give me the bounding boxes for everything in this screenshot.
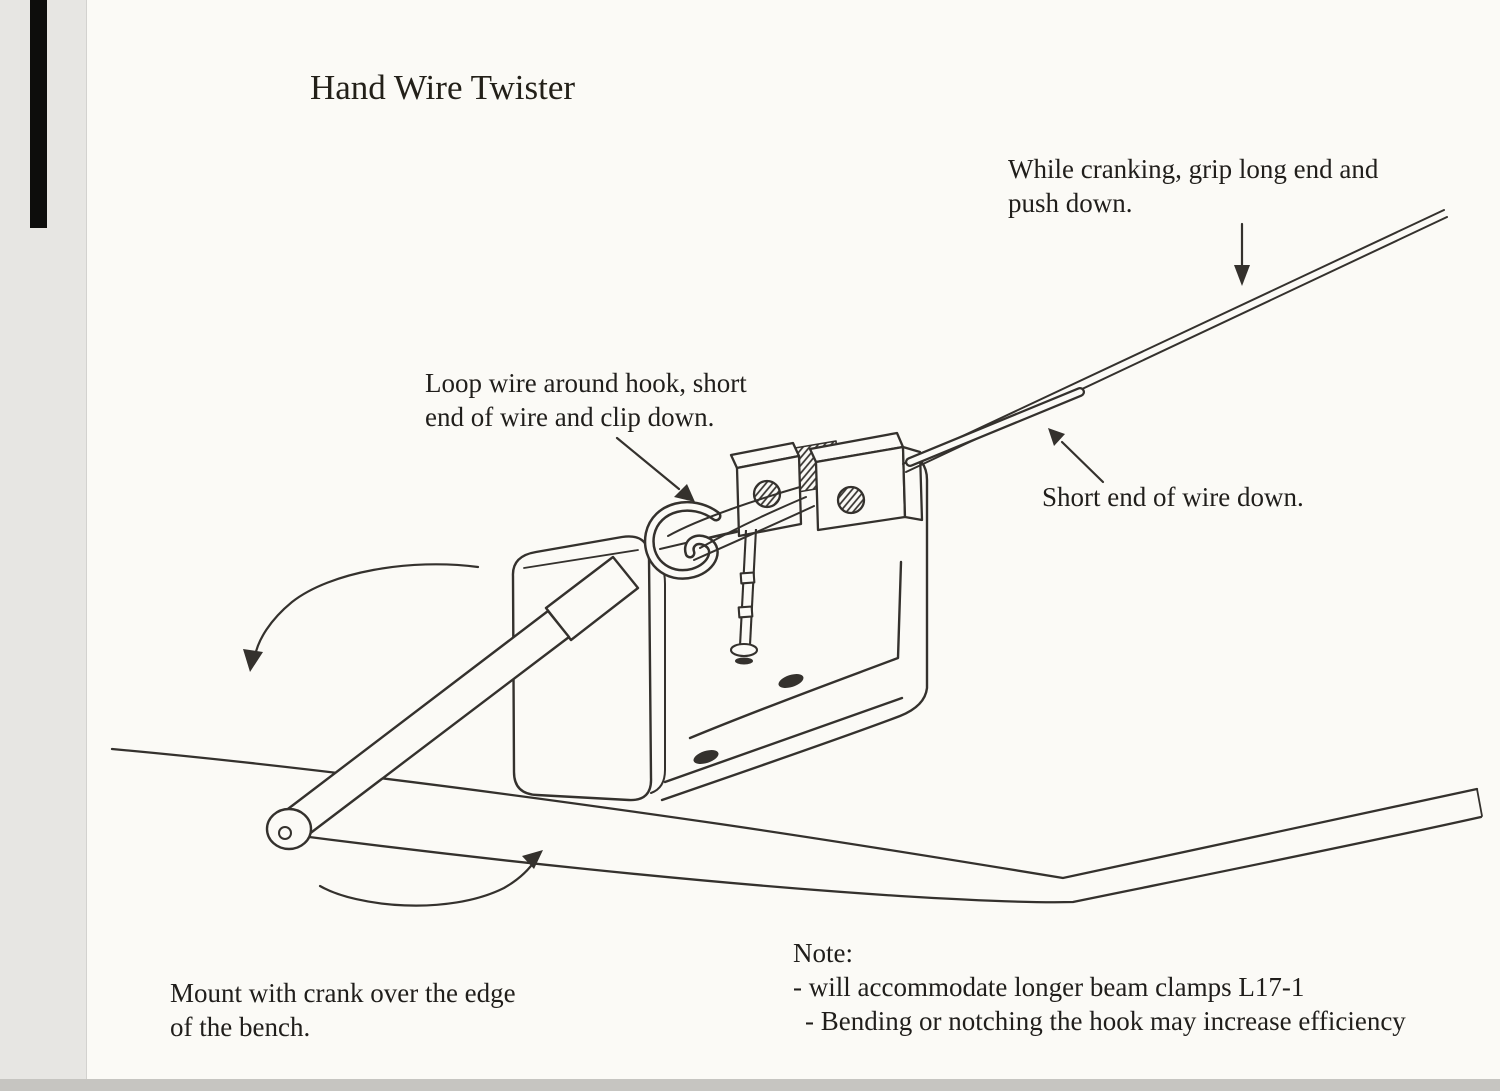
channel-floor-far-edge (688, 560, 903, 740)
rotation-arrow-bottom-head (522, 850, 543, 869)
wire-hook (643, 500, 722, 580)
rotation-arrow-bottom-arc (318, 857, 538, 907)
clamp-bolt-left (752, 479, 782, 509)
annotation-mount: Mount with crank over the edge of the be… (170, 976, 516, 1044)
bench-right-corner (1476, 788, 1483, 817)
bench-top-edge (110, 747, 1479, 880)
arrow-to-short-end-head (1048, 428, 1065, 446)
wire-loop (667, 486, 815, 561)
left-plate (511, 535, 653, 802)
crank-handle (265, 555, 640, 851)
crank-knob-hole (278, 826, 292, 840)
arrow-to-short-end-shaft (1060, 440, 1105, 484)
clamp-blocks (729, 431, 924, 538)
channel-web-inner-edge (663, 696, 904, 784)
annotation-crank-grip: While cranking, grip long end and push d… (1008, 152, 1378, 220)
floor-hole-rear (778, 674, 804, 688)
annotation-mount-line2: of the bench. (170, 1012, 311, 1042)
workbench (110, 747, 1483, 904)
hook-shaft-foot-shadow (735, 657, 753, 665)
rotation-arrow-left-head (243, 649, 263, 672)
scan-artifact-bar (30, 0, 47, 228)
arrow-to-short-end (1048, 428, 1105, 484)
arrow-to-long-wire (1234, 222, 1250, 286)
rotation-arrow-bottom (318, 850, 543, 907)
channel-web-outer (660, 450, 929, 802)
rotation-arrow-left-arc (253, 563, 480, 658)
scan-bottom-strip (0, 1079, 1500, 1091)
short-wire-core (907, 389, 1083, 465)
arrow-to-long-wire-head (1234, 265, 1250, 286)
annotation-mount-line1: Mount with crank over the edge (170, 978, 516, 1008)
annotation-loop-wire-line2: end of wire and clip down. (425, 402, 715, 432)
hook-shaft-clip-upper (739, 571, 756, 585)
note-block: Note: - will accommodate longer beam cla… (793, 936, 1406, 1038)
annotation-short-end: Short end of wire down. (1042, 482, 1304, 512)
annotation-crank-grip-line1: While cranking, grip long end and (1008, 154, 1379, 184)
left-plate-top-thickness (523, 549, 639, 569)
note-item-2: - Bending or notching the hook may incre… (805, 1006, 1406, 1036)
hook-shaft-foot (729, 642, 759, 658)
hook-core (646, 503, 719, 578)
long-wire-top (902, 209, 1445, 465)
bench-front-face-edge (276, 815, 1483, 904)
annotation-crank-grip-line2: push down. (1008, 188, 1133, 218)
clamp-bolt-right (836, 485, 866, 515)
hook-shaft-clip-lower (737, 605, 754, 619)
rotation-arrow-left (243, 563, 480, 672)
arrow-to-hook (615, 436, 695, 502)
wire-loop-strand-1 (699, 496, 807, 549)
arrow-to-hook-head (674, 484, 695, 502)
annotation-loop-wire: Loop wire around hook, short end of wire… (425, 366, 747, 434)
arrow-to-hook-shaft (615, 436, 681, 491)
annotation-loop-wire-line1: Loop wire around hook, short (425, 368, 747, 398)
short-wire-end (905, 387, 1085, 467)
clamp-block-right-front (814, 445, 907, 532)
crank-paddle (544, 555, 640, 642)
floor-hole-front (693, 750, 719, 764)
page-title: Hand Wire Twister (310, 68, 576, 107)
note-item-1: - will accommodate longer beam clamps L1… (793, 972, 1305, 1002)
hook-shaft-line-left (738, 529, 748, 647)
hook-shaft-line-right (748, 528, 758, 646)
note-label: Note: (793, 938, 853, 968)
wire-loop-strand-3 (667, 486, 801, 537)
wire-loop-strand-2 (693, 505, 815, 561)
hook-shaft (729, 528, 759, 665)
